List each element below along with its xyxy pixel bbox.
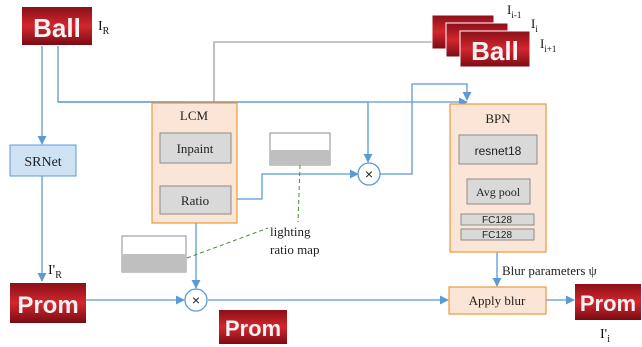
blur-parameters-label: Blur parameters ψ [502, 263, 597, 278]
lighting-callout-left [186, 227, 269, 259]
ratio-label: Ratio [181, 193, 209, 208]
input-ball-image: Ball [22, 7, 92, 45]
fc1-box [460, 213, 535, 226]
prom-label: I'R [48, 263, 62, 281]
ratio-to-multiply-top-arrow [232, 169, 359, 200]
stack-label-next: Ii+1 [540, 36, 556, 54]
inpaint-label: Inpaint [177, 141, 214, 156]
svg-text:×: × [365, 166, 373, 182]
stack-label-cur: Ii [531, 16, 538, 34]
fc1-label: FC128 [482, 215, 512, 226]
frame-stack: Ball [431, 14, 531, 68]
svg-text:Prom: Prom [225, 316, 281, 341]
avgpool-box [466, 178, 531, 205]
input-label: IR [98, 19, 110, 37]
lighting-label-2: ratio map [270, 242, 319, 257]
lighting-label-1: lighting [270, 224, 311, 239]
svg-text:LCM: LCM [180, 108, 209, 123]
lcm-module: LCM Inpaint Ratio [151, 102, 238, 224]
svg-text:BPN: BPN [485, 111, 511, 126]
resnet-label: resnet18 [475, 144, 522, 158]
fc2-box [460, 228, 535, 241]
srnet-box: SRNet [9, 144, 77, 177]
ratio-map-thumbnail-left [121, 235, 187, 273]
multiply-to-bpn-arrow [380, 83, 472, 175]
output-label: I'i [600, 327, 610, 345]
lighting-callout-top [297, 164, 301, 223]
svg-text:Prom: Prom [17, 292, 78, 319]
svg-text:×: × [192, 292, 200, 308]
svg-text:Ball: Ball [33, 13, 81, 43]
intermediate-prom-image: Prom [219, 310, 287, 344]
multiply-node-bottom: × [184, 288, 208, 312]
stack-label-prev: Ii-1 [507, 2, 521, 20]
svg-text:Ball: Ball [471, 36, 519, 66]
multiply-node-top: × [357, 162, 381, 186]
svg-text:Prom: Prom [580, 291, 636, 316]
inpaint-box [159, 132, 232, 164]
bpn-module: BPN resnet18 Avg pool FC128 FC128 [449, 103, 547, 253]
prom-image: Prom [10, 283, 86, 323]
output-prom-image: Prom [575, 284, 641, 320]
fc2-label: FC128 [482, 230, 512, 241]
resnet-box [458, 134, 538, 165]
svg-text:Apply blur: Apply blur [469, 293, 526, 308]
ratio-map-thumbnail-top [269, 132, 331, 166]
apply-blur-box: Apply blur [448, 286, 547, 315]
svg-text:SRNet: SRNet [24, 155, 61, 170]
avgpool-label: Avg pool [476, 185, 521, 199]
frames-to-inpaint-arrow [210, 41, 432, 133]
ratio-box [159, 185, 232, 215]
